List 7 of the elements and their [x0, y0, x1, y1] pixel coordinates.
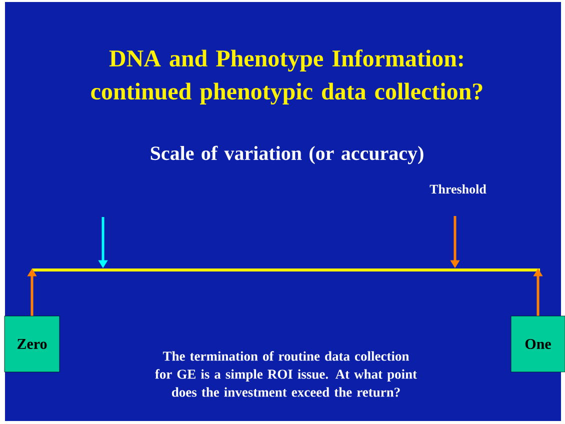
heading: Scale of variation (or accuracy): [150, 146, 424, 164]
title: DNA and Phenotype Information: continued phenotypic data collection?: [91, 49, 482, 105]
note-text: The termination of routine data collection for GE is a simple ROI issue. At what point does the investment exceed the return?: [155, 351, 417, 397]
label: Threshold: [430, 184, 486, 194]
value-box: Zero: [4, 316, 60, 372]
value-box: One: [510, 316, 565, 372]
scale-bar: [32, 268, 540, 272]
